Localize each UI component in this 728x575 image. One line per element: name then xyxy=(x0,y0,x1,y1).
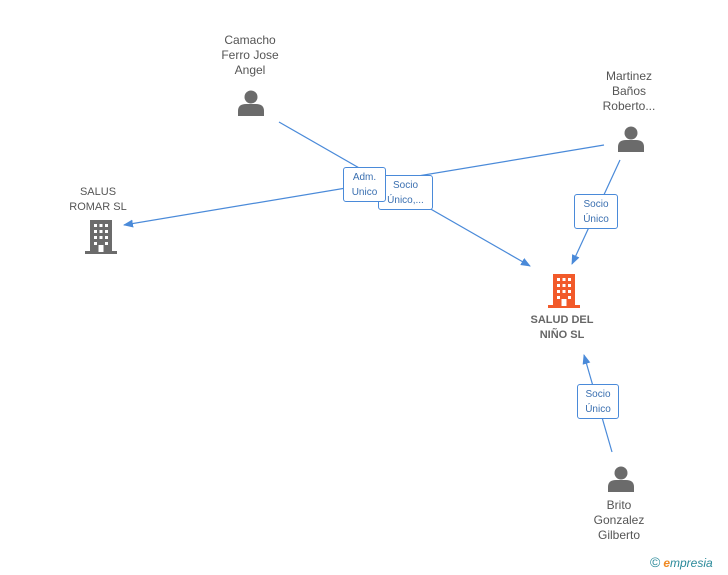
copyright-icon: © xyxy=(650,554,661,570)
node-label-martinez: Martinez Baños Roberto... xyxy=(602,69,656,113)
person-icon[interactable] xyxy=(607,464,635,492)
brand-name: mpresia xyxy=(670,556,713,570)
node-label-brito: Brito Gonzalez Gilberto xyxy=(593,498,645,542)
building-icon[interactable] xyxy=(548,274,580,308)
relation-socio-unico-martinez[interactable]: Socio Único xyxy=(574,194,618,229)
footer-brand[interactable]: ©empresia xyxy=(650,554,713,570)
relation-socio-unico-truncated[interactable]: Socio Único,... xyxy=(378,175,433,210)
node-label-salud-del-nino[interactable]: SALUD DEL NIÑO SL xyxy=(530,314,594,341)
node-label-salus-romar: SALUS ROMAR SL xyxy=(69,186,127,213)
brand-logo-letter: e xyxy=(663,556,671,570)
building-icon[interactable] xyxy=(85,220,117,254)
person-icon[interactable] xyxy=(617,124,645,152)
relation-adm-unico[interactable]: Adm. Unico xyxy=(343,167,386,202)
person-icon[interactable] xyxy=(237,88,265,116)
relation-socio-unico-brito[interactable]: Socio Único xyxy=(577,384,619,419)
node-label-camacho: Camacho Ferro Jose Angel xyxy=(221,33,279,77)
